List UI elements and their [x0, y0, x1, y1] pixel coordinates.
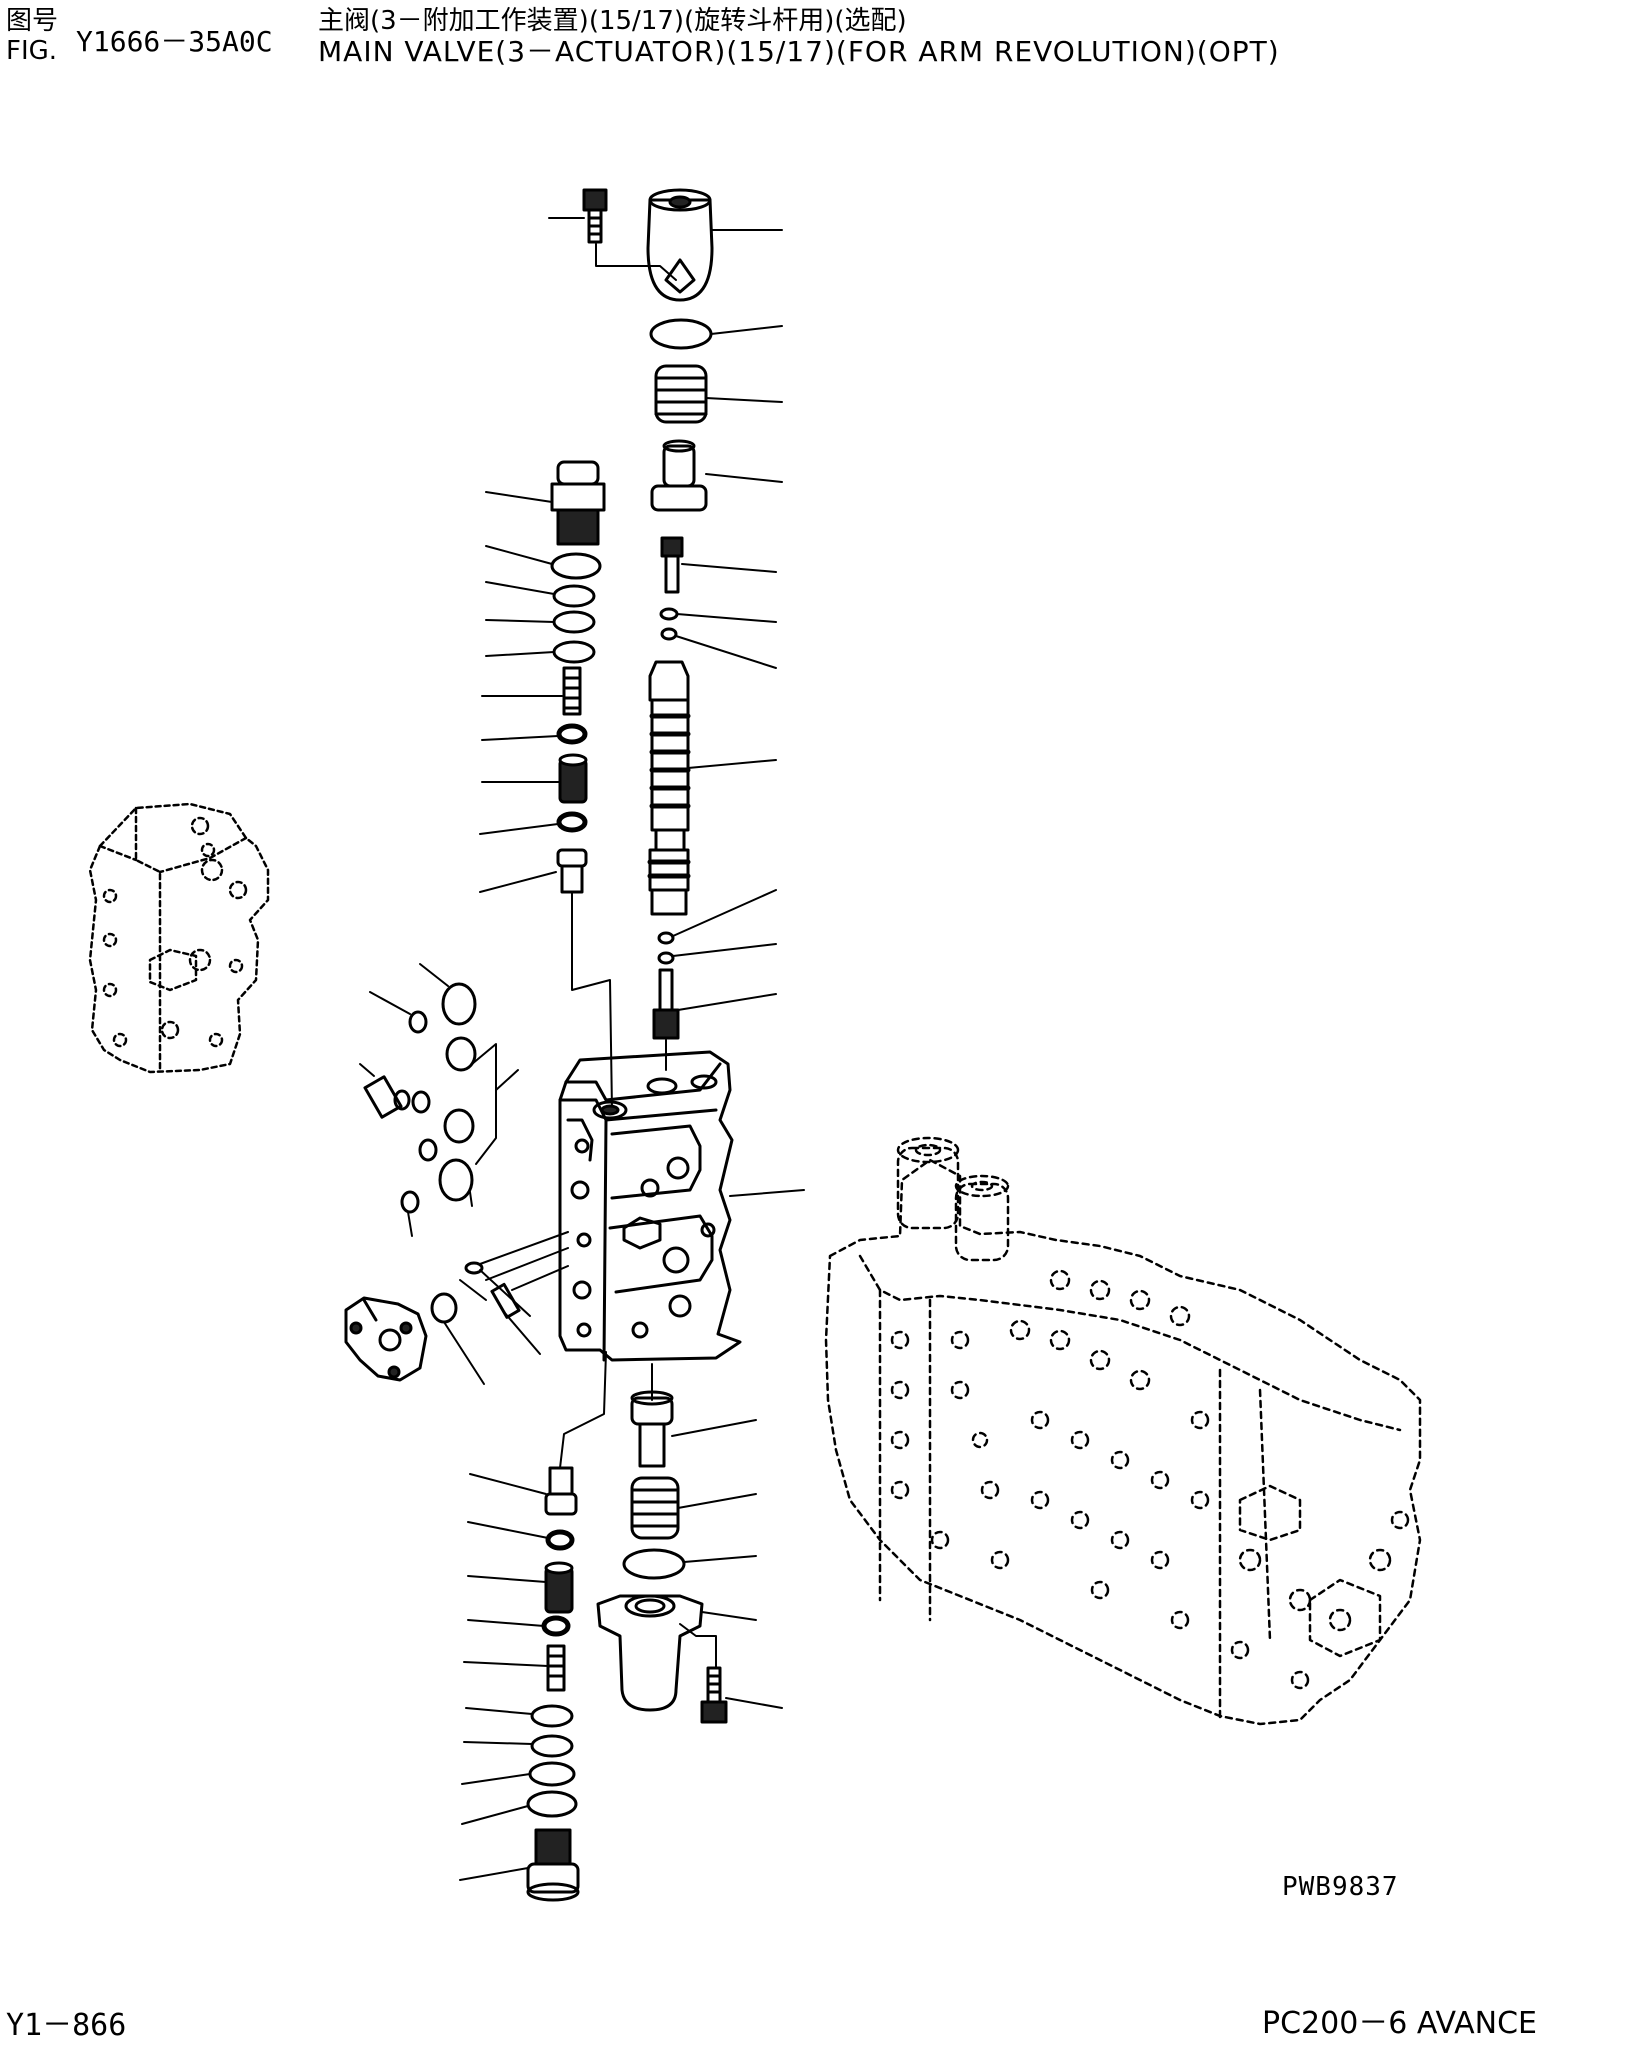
- o-ring-bottom-1: [530, 1704, 574, 1728]
- o-ring-bottom-3: [528, 1761, 576, 1787]
- pin-body-a: [464, 1261, 484, 1275]
- o-ring-bottom-4: [526, 1790, 578, 1818]
- plug-upper-left: [550, 460, 606, 546]
- pin-side: [363, 1075, 403, 1119]
- o-ring-bottom: [622, 1548, 686, 1580]
- reference-assembly-right: [824, 1136, 1422, 1726]
- o-ring-small-b: [660, 627, 678, 641]
- o-ring-left-1: [550, 552, 602, 580]
- seat-bottom: [544, 1466, 578, 1516]
- page-title: MAIN VALVE(3－ACTUATOR)(15/17)(FOR ARM RE…: [318, 35, 1280, 68]
- o-ring-side-7: [418, 1138, 438, 1162]
- page-number: Y1－866: [6, 2008, 127, 2043]
- side-cap: [344, 1296, 428, 1382]
- ring-left-a: [556, 723, 588, 745]
- valve-bottom-a: [544, 1561, 574, 1614]
- valve-left-a: [558, 753, 588, 804]
- o-ring-small-d: [657, 951, 675, 965]
- poppet-top: [650, 439, 708, 512]
- o-ring-side-3: [445, 1036, 477, 1072]
- bolt-top: [582, 188, 608, 244]
- spring-bottom: [630, 1476, 680, 1540]
- o-ring-body-side: [430, 1292, 458, 1324]
- o-ring-bottom-2: [530, 1734, 574, 1758]
- pin-small: [652, 968, 680, 1040]
- o-ring-left-4: [552, 640, 596, 664]
- o-ring-side-5: [393, 1089, 411, 1111]
- poppet-bottom: [630, 1390, 674, 1468]
- ring-bottom-b: [541, 1615, 571, 1637]
- valve-cap-top: [646, 188, 714, 302]
- o-ring-side-6: [443, 1108, 475, 1144]
- o-ring-side-4: [411, 1090, 431, 1114]
- bolt-bottom: [700, 1666, 728, 1724]
- spring-top: [654, 364, 708, 424]
- ring-bottom-a: [545, 1529, 575, 1551]
- figure-label: FIG.: [6, 36, 58, 66]
- spool: [647, 660, 691, 916]
- ring-left-b: [556, 811, 588, 833]
- piston-small: [660, 536, 684, 594]
- figure-code: Y1666－35A0C: [76, 25, 273, 58]
- o-ring-left-2: [552, 584, 596, 608]
- valve-cap-bottom: [596, 1594, 704, 1712]
- o-ring-top: [649, 318, 713, 350]
- o-ring-side-8: [438, 1158, 474, 1202]
- drawing-number: PWB9837: [1282, 1872, 1399, 1902]
- spring-bottom-small: [546, 1644, 566, 1692]
- reference-view-left: [88, 802, 270, 1074]
- valve-body: [558, 1050, 742, 1362]
- seat-left: [556, 848, 588, 894]
- o-ring-side-2: [408, 1010, 428, 1034]
- o-ring-small-a: [659, 607, 679, 621]
- o-ring-side-1: [441, 982, 477, 1026]
- model-name: PC200－6 AVANCE: [1262, 2006, 1537, 2041]
- plug-bottom: [526, 1828, 580, 1902]
- o-ring-small-c: [657, 931, 675, 945]
- o-ring-side-9: [400, 1190, 420, 1214]
- page-title-cn: 主阀(3－附加工作装置)(15/17)(旋转斗杆用)(选配): [318, 6, 907, 36]
- spring-left-small: [562, 666, 582, 716]
- figure-label-cn: 图号: [6, 6, 59, 36]
- o-ring-left-3: [552, 610, 596, 634]
